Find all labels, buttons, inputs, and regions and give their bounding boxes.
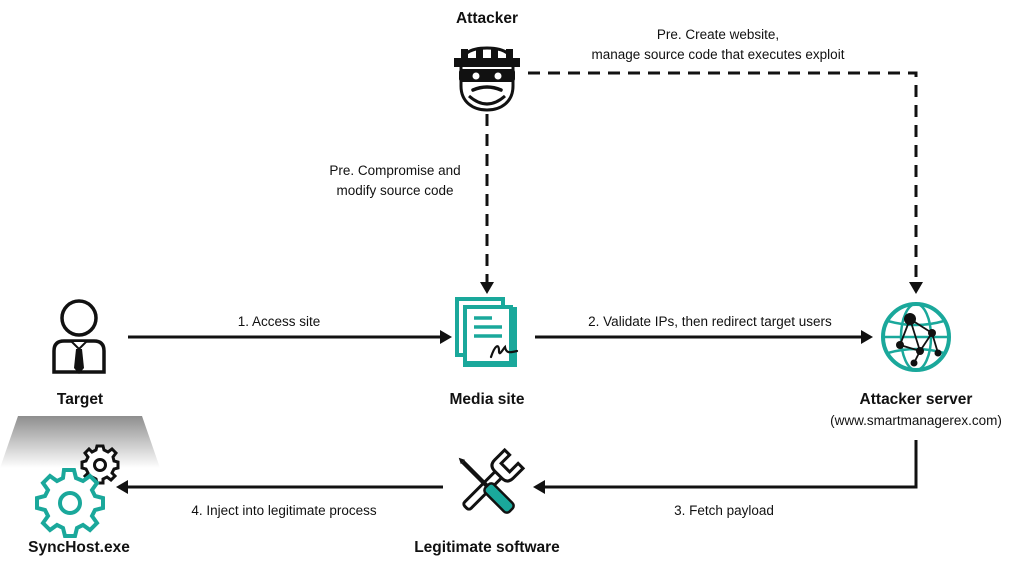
attacker-server-node: Attacker server (www.smartmanagerex.com) [830,302,1002,428]
arrowhead-redirect [861,330,873,344]
arrowhead-pre-compromise [480,282,494,294]
media-site-label: Media site [450,391,525,408]
arrowhead-pre-create [909,282,923,294]
document-icon [455,297,519,367]
gear-icon [35,468,105,538]
arrowhead-fetch-payload [533,480,545,494]
user-icon [52,299,106,374]
edge-pre-create [528,71,918,285]
step1-label: 1. Access site [238,314,321,329]
attacker-server-label: Attacker server [860,391,973,408]
media-site-node: Media site [450,297,525,408]
legitimate-software-node: Legitimate software [414,447,560,556]
pre-create-label-2: manage source code that executes exploit [592,47,845,62]
arrowheads [116,282,923,494]
synchost-label: SyncHost.exe [28,539,130,556]
attacker-label: Attacker [456,10,518,27]
pre-compromise-label-2: modify source code [336,183,453,198]
target-label: Target [57,391,103,408]
tools-icon [458,447,526,514]
legitimate-software-label: Legitimate software [414,539,560,556]
step3-label: 3. Fetch payload [674,503,774,518]
pre-create-label-1: Pre. Create website, [657,27,779,42]
arrowhead-inject [116,480,128,494]
attacker-icon [454,46,520,112]
globe-network-icon [881,302,951,372]
arrowhead-access-site [440,330,452,344]
target-node: Target [52,299,106,408]
edge-fetch-payload [543,440,918,489]
edges [126,71,918,489]
light-beam [0,416,160,468]
step2-label: 2. Validate IPs, then redirect target us… [588,314,832,329]
small-gear-icon [80,444,120,485]
pre-compromise-label-1: Pre. Compromise and [329,163,460,178]
attacker-server-domain: (www.smartmanagerex.com) [830,413,1002,428]
attacker-node: Attacker [454,10,520,112]
step4-label: 4. Inject into legitimate process [191,503,377,518]
synchost-node: SyncHost.exe [0,416,160,556]
